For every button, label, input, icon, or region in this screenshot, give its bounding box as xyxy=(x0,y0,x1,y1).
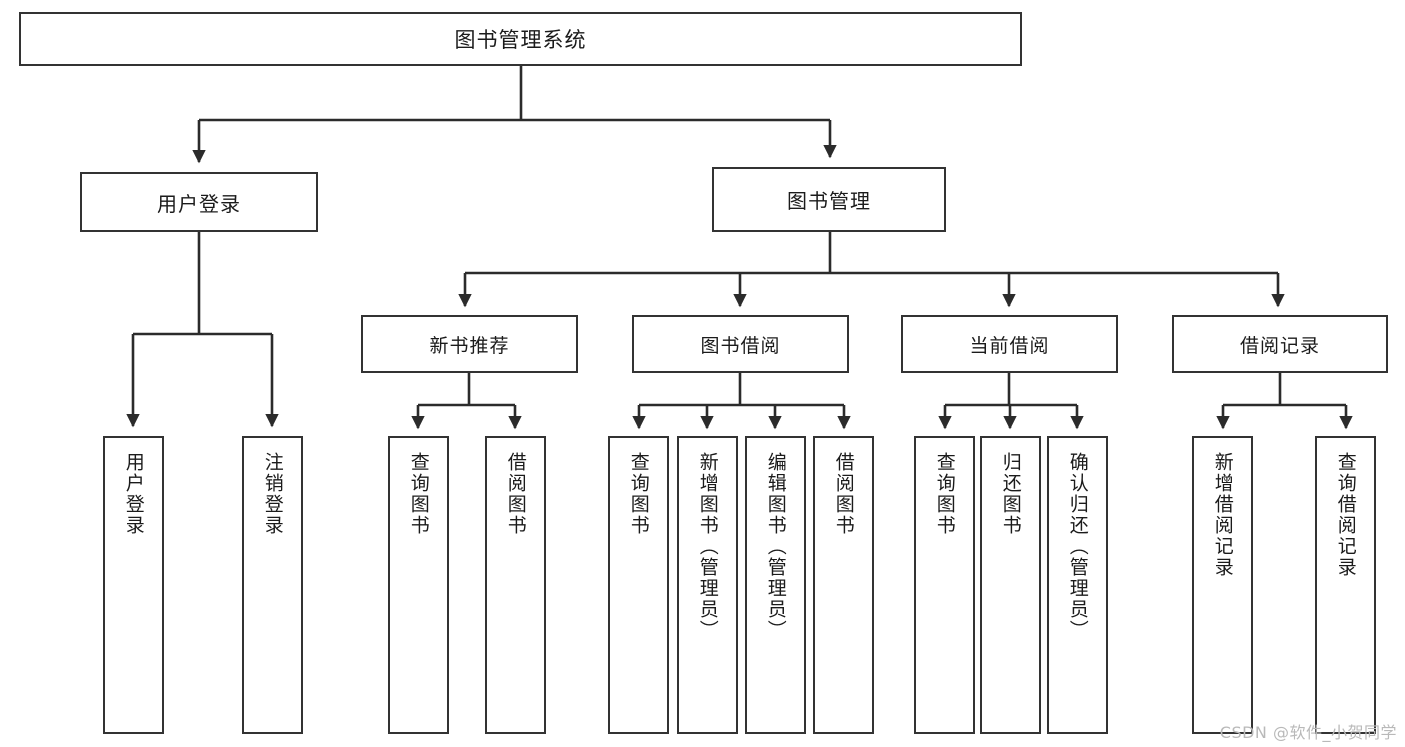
node-book-manage-label: 图书管理 xyxy=(787,189,871,213)
leaf-query-book-3-label: 查询图书 xyxy=(933,452,956,536)
leaf-borrow-book-1[interactable]: 借阅图书 xyxy=(485,436,546,734)
node-borrow-record[interactable]: 借阅记录 xyxy=(1172,315,1388,373)
leaf-user-logout-label: 注销登录 xyxy=(261,452,284,536)
node-book-borrow[interactable]: 图书借阅 xyxy=(632,315,849,373)
leaf-confirm-return[interactable]: 确认归还（管理员） xyxy=(1047,436,1108,734)
leaf-query-book-3[interactable]: 查询图书 xyxy=(914,436,975,734)
leaf-confirm-return-label: 确认归还（管理员） xyxy=(1066,452,1089,641)
leaf-user-login[interactable]: 用户登录 xyxy=(103,436,164,734)
leaf-borrow-book-2-label: 借阅图书 xyxy=(832,452,855,536)
leaf-borrow-book-1-label: 借阅图书 xyxy=(504,452,527,536)
leaf-add-record-label: 新增借阅记录 xyxy=(1211,452,1234,578)
leaf-add-book[interactable]: 新增图书（管理员） xyxy=(677,436,738,734)
node-current-borrow[interactable]: 当前借阅 xyxy=(901,315,1118,373)
leaf-edit-book[interactable]: 编辑图书（管理员） xyxy=(745,436,806,734)
leaf-query-book-1[interactable]: 查询图书 xyxy=(388,436,449,734)
leaf-query-book-2[interactable]: 查询图书 xyxy=(608,436,669,734)
node-root[interactable]: 图书管理系统 xyxy=(19,12,1022,66)
leaf-return-book[interactable]: 归还图书 xyxy=(980,436,1041,734)
leaf-query-record-label: 查询借阅记录 xyxy=(1334,452,1357,578)
leaf-query-book-1-label: 查询图书 xyxy=(407,452,430,536)
leaf-query-book-2-label: 查询图书 xyxy=(627,452,650,536)
node-user-login[interactable]: 用户登录 xyxy=(80,172,318,232)
node-new-book-recommend-label: 新书推荐 xyxy=(429,334,510,357)
node-new-book-recommend[interactable]: 新书推荐 xyxy=(361,315,578,373)
node-root-label: 图书管理系统 xyxy=(454,28,587,52)
node-user-login-label: 用户登录 xyxy=(157,191,241,216)
node-book-manage[interactable]: 图书管理 xyxy=(712,167,946,232)
leaf-query-record[interactable]: 查询借阅记录 xyxy=(1315,436,1376,734)
leaf-add-record[interactable]: 新增借阅记录 xyxy=(1192,436,1253,734)
node-current-borrow-label: 当前借阅 xyxy=(969,334,1050,357)
leaf-add-book-label: 新增图书（管理员） xyxy=(696,452,719,641)
leaf-user-login-label: 用户登录 xyxy=(122,452,145,536)
leaf-edit-book-label: 编辑图书（管理员） xyxy=(764,452,787,641)
node-book-borrow-label: 图书借阅 xyxy=(700,334,781,357)
leaf-user-logout[interactable]: 注销登录 xyxy=(242,436,303,734)
leaf-return-book-label: 归还图书 xyxy=(999,452,1022,536)
node-borrow-record-label: 借阅记录 xyxy=(1239,334,1320,357)
leaf-borrow-book-2[interactable]: 借阅图书 xyxy=(813,436,874,734)
watermark: CSDN @软件_小贺同学 xyxy=(1219,723,1397,742)
